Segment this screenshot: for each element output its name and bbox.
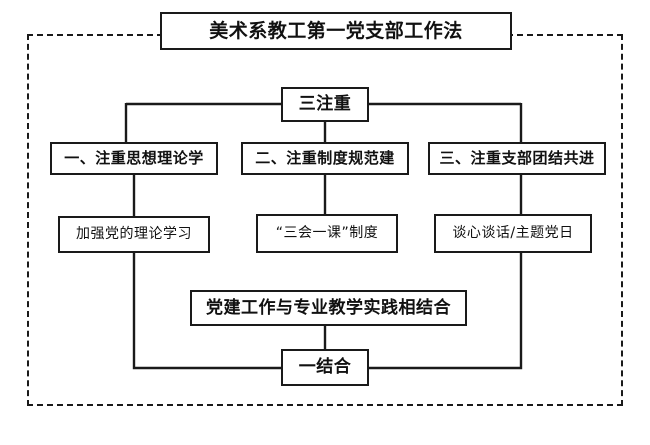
node-branch-3-label: 三、注重支部团结共进	[439, 149, 595, 168]
node-leaf-2-label: “三会一课”制度	[275, 224, 379, 241]
node-title-box[interactable]: 美术系教工第一党支部工作法	[160, 12, 512, 50]
node-branch-2[interactable]: 二、注重制度规范建	[241, 142, 409, 175]
node-title-label: 美术系教工第一党支部工作法	[209, 19, 463, 42]
node-branch-2-label: 二、注重制度规范建	[255, 149, 395, 168]
node-hub-yi-jie-he[interactable]: 一结合	[281, 349, 369, 386]
node-hub-bottom-label: 一结合	[298, 357, 352, 378]
node-hub-san-zhu-zhong[interactable]: 三注重	[281, 87, 369, 122]
node-combined-practice-label: 党建工作与专业教学实践相结合	[206, 297, 451, 318]
node-branch-3[interactable]: 三、注重支部团结共进	[428, 142, 606, 175]
node-hub-top-label: 三注重	[298, 94, 352, 115]
node-leaf-1-label: 加强党的理论学习	[76, 225, 192, 242]
node-leaf-3-label: 谈心谈话/主题党日	[452, 224, 574, 241]
node-leaf-2[interactable]: “三会一课”制度	[256, 214, 398, 253]
node-branch-1[interactable]: 一、注重思想理论学	[50, 142, 218, 175]
node-leaf-1[interactable]: 加强党的理论学习	[58, 216, 210, 253]
node-branch-1-label: 一、注重思想理论学	[64, 149, 204, 168]
node-combined-practice[interactable]: 党建工作与专业教学实践相结合	[190, 290, 467, 326]
node-leaf-3[interactable]: 谈心谈话/主题党日	[434, 214, 592, 253]
